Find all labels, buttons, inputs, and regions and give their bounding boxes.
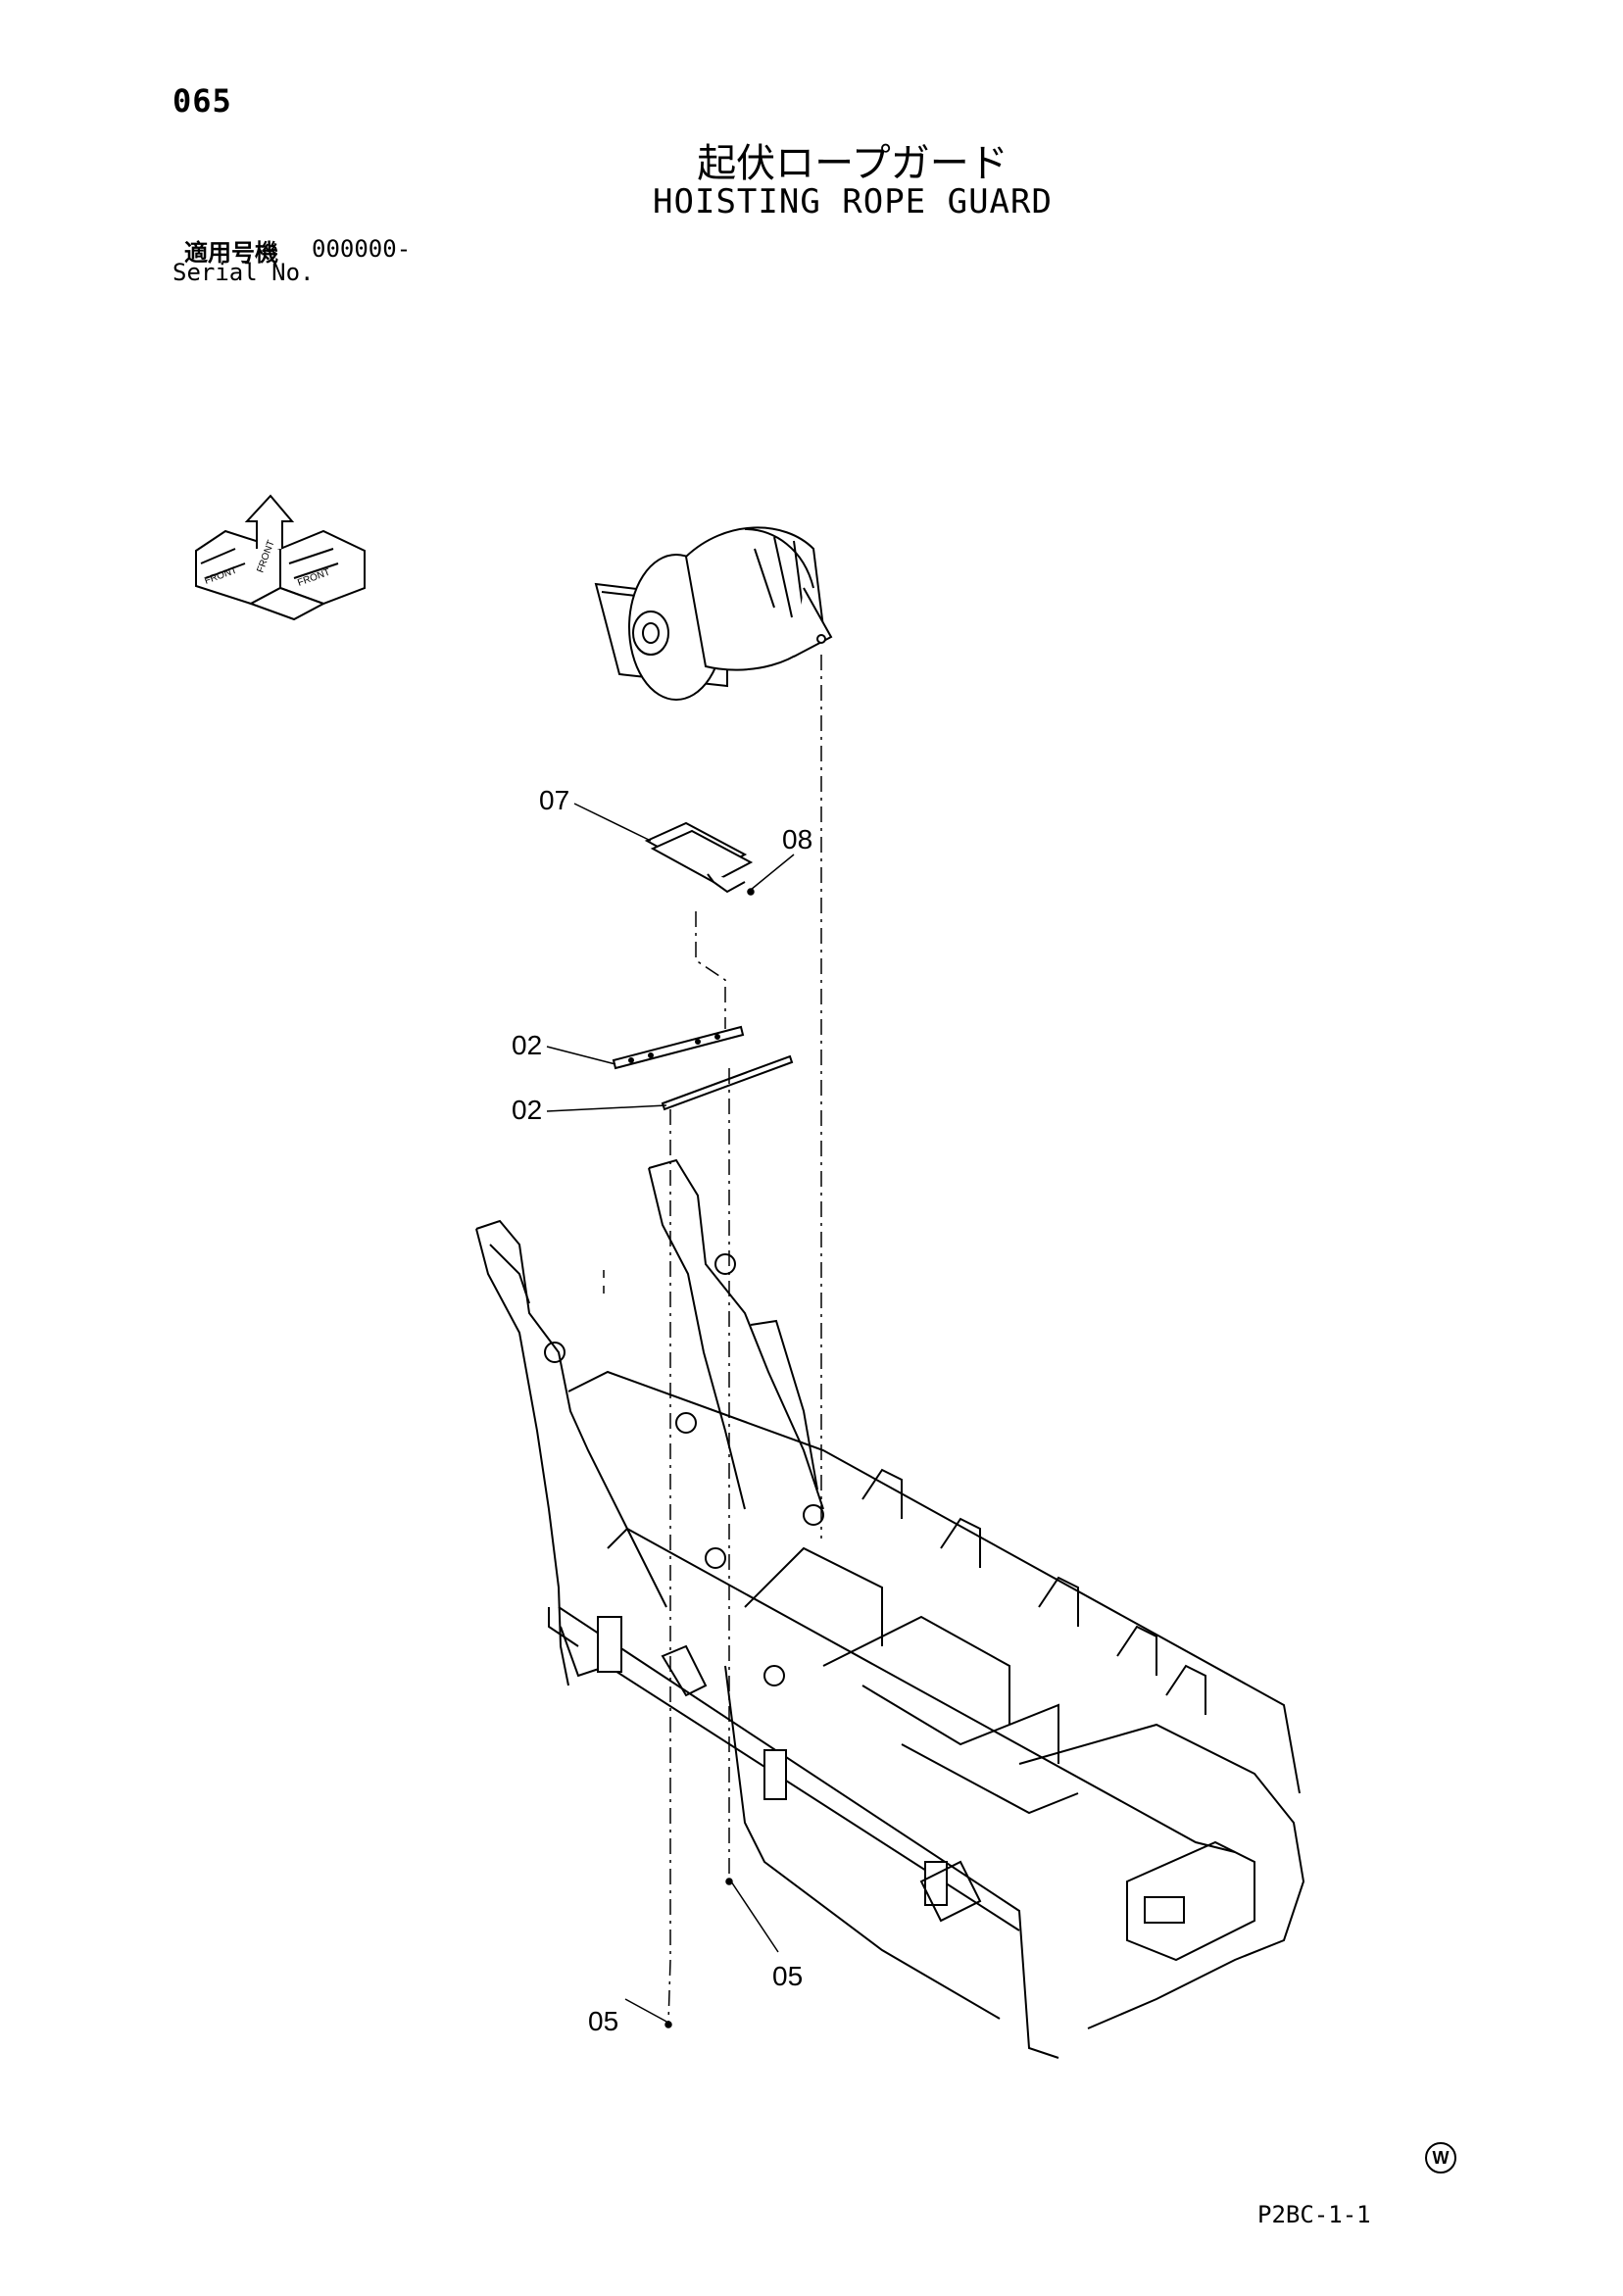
leader-lines: [546, 803, 795, 2028]
drawing-code: P2BC-1-1: [1257, 2201, 1371, 2228]
page-title-english: HOISTING ROPE GUARD: [653, 182, 1053, 221]
rope-guard-plate: [644, 821, 754, 894]
part-label-02-lower: 02: [512, 1095, 542, 1125]
part-label-08: 08: [782, 824, 812, 855]
part-label-02-upper: 02: [512, 1030, 542, 1060]
watermark-symbol: W: [1425, 2142, 1456, 2174]
part-label-07: 07: [539, 785, 569, 815]
serial-label-japanese: 適用号機: [184, 239, 278, 267]
serial-label-english: Serial No.: [172, 259, 315, 286]
front-direction-icon: FRONT FRONT FRONT: [195, 494, 366, 621]
part-label-05-right: 05: [772, 1961, 803, 1991]
upper-frame-structure: [475, 1158, 1305, 2059]
serial-number-value: 000000-: [312, 235, 412, 263]
page-title-japanese: 起伏ロープガード: [697, 141, 1008, 186]
assembly-centerlines: [667, 655, 822, 2024]
guard-plates: [612, 1025, 794, 1111]
page-number: 065: [172, 82, 232, 120]
hoist-drum-assembly: [594, 526, 833, 701]
part-label-05-left: 05: [588, 2006, 618, 2036]
